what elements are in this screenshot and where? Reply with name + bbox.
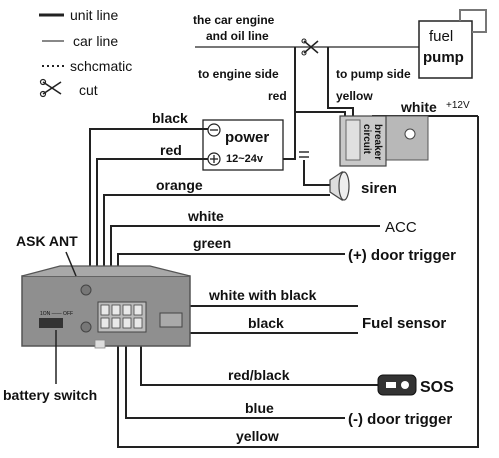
legend: unit line car line schcmatic cut	[39, 7, 132, 98]
side-port	[159, 312, 183, 328]
sos-button-dot	[401, 381, 409, 389]
fuel-pump: fuel pump	[418, 9, 487, 79]
power-supply: power 12~24v	[202, 119, 284, 171]
siren-horn-icon	[329, 170, 343, 202]
ground-symbol	[299, 151, 309, 158]
device-top-edge	[21, 265, 191, 277]
battery-switch-label: battery switch	[3, 387, 97, 403]
ask-ant-label: ASK ANT	[16, 233, 78, 249]
fuel-label: fuel	[429, 28, 453, 45]
blue-wire-label: blue	[245, 400, 274, 416]
wire-red	[96, 158, 208, 300]
breaker-terminal	[345, 119, 361, 161]
siren-wire	[303, 160, 330, 186]
red-top-label: red	[268, 89, 287, 103]
fuel-pump-box	[418, 20, 473, 79]
black-fuel-wire-label: black	[248, 315, 284, 331]
black-wire-label: black	[152, 110, 188, 126]
plus-12v-label: +12V	[446, 100, 470, 111]
sos-button: SOS	[377, 374, 454, 396]
wire-black	[89, 128, 208, 300]
fuel-pump-ground-wire	[459, 9, 487, 33]
sos-label: SOS	[420, 379, 454, 396]
ant-connector	[80, 284, 92, 296]
scissors-icon-car-line	[301, 38, 319, 56]
on-off-text: 1ON —— OFF	[40, 311, 73, 317]
door-trigger-pos-label: (+) door trigger	[348, 247, 456, 264]
engine-side-wire	[294, 47, 346, 122]
wire-orange	[103, 194, 330, 300]
sos-button-body	[377, 374, 417, 396]
wire-red-black	[140, 345, 378, 386]
pump-side-wire	[327, 47, 354, 122]
acc-label: ACC	[385, 219, 417, 236]
fuel-sensor-label: Fuel sensor	[362, 315, 446, 332]
wire-yellow	[117, 116, 479, 448]
legend-car-line-label: car line	[73, 33, 118, 49]
battery-switch-toggle	[39, 318, 63, 328]
white-with-black-wire-label: white with black	[208, 287, 317, 303]
green-wire-label: green	[193, 235, 231, 251]
to-pump-side-label: to pump side	[336, 67, 411, 81]
white-12v-label: white	[400, 99, 437, 115]
white-wire-label: white	[187, 208, 224, 224]
oil-line-label: and oil line	[206, 29, 269, 43]
power-label: power	[225, 129, 269, 146]
yellow-top-label: yellow	[336, 89, 373, 103]
breaker-label-circuit: circuit	[361, 124, 372, 155]
orange-wire-label: orange	[156, 177, 203, 193]
circuit-breaker: circuit breaker	[339, 115, 429, 167]
car-engine-line-label: the car engine	[193, 13, 275, 27]
scissors-icon	[39, 78, 62, 98]
breaker-mount-hole	[404, 128, 416, 140]
wire-red-to-breaker	[283, 112, 296, 160]
power-range-label: 12~24v	[226, 153, 264, 165]
breaker-label-breaker: breaker	[372, 124, 383, 160]
legend-schematic-label: schcmatic	[70, 58, 132, 74]
door-trigger-neg-label: (-) door trigger	[348, 411, 452, 428]
yellow-wire-label: yellow	[236, 428, 279, 444]
siren-label: siren	[361, 180, 397, 197]
tracker-device: 1ON —— OFF	[21, 265, 191, 349]
red-wire-label: red	[160, 142, 182, 158]
pump-label: pump	[423, 49, 464, 66]
siren: siren	[303, 160, 397, 202]
ask-ant-leader	[65, 251, 77, 277]
to-engine-side-label: to engine side	[198, 67, 279, 81]
wire-blue	[125, 345, 345, 419]
legend-unit-line-label: unit line	[70, 7, 118, 23]
red-black-wire-label: red/black	[228, 367, 290, 383]
device-screw	[80, 321, 92, 333]
legend-cut-label: cut	[79, 82, 98, 98]
